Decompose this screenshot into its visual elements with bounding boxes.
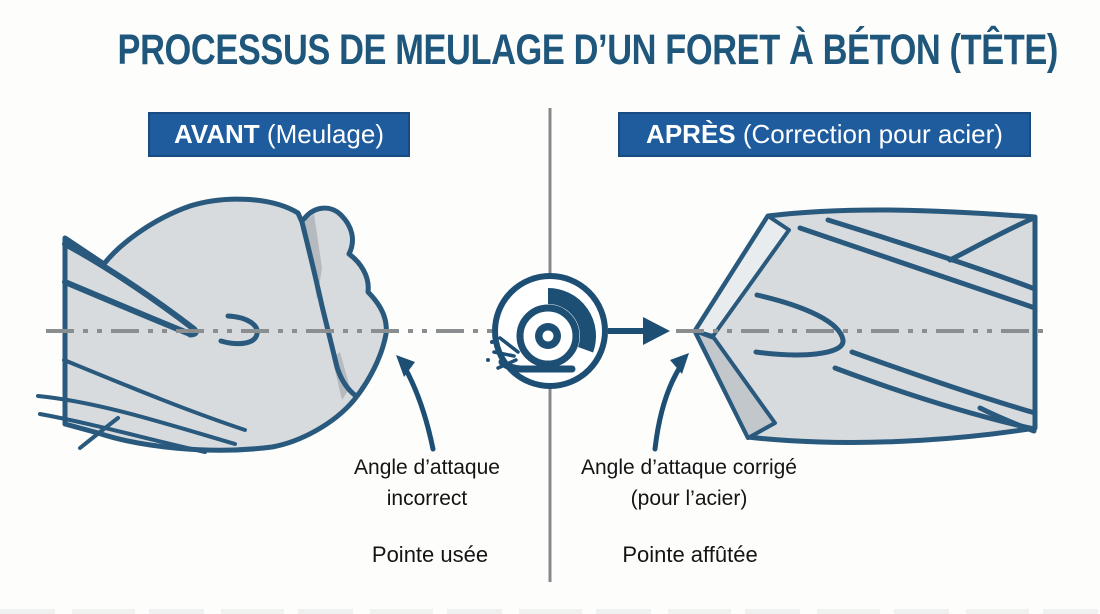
drill-before-body xyxy=(62,196,389,453)
callout-label-before: Angle d’attaque incorrect xyxy=(277,452,577,514)
grinder-sparks xyxy=(486,336,520,370)
caption-before: Pointe usée xyxy=(371,542,489,567)
worn-edge-line xyxy=(299,219,359,399)
callout-before-line1: Angle d’attaque xyxy=(354,456,500,479)
grinder-hub-hole xyxy=(542,330,554,342)
flute-band-upper xyxy=(62,241,197,332)
banner-after-bold: APRÈS xyxy=(646,119,736,149)
banner-before-bold: AVANT xyxy=(174,119,260,149)
helix-line-2 xyxy=(825,217,1038,292)
worn-groove-hook xyxy=(218,313,260,347)
tip-facet-bottom xyxy=(693,329,777,440)
caption-after: Pointe affûtée xyxy=(622,542,758,567)
callout-after-line2: (pour l’acier) xyxy=(630,487,748,510)
page-title-text: PROCESSUS DE MEULAGE D’UN FORET À BÉTON … xyxy=(117,26,1059,74)
helix-line-cross-top xyxy=(947,215,1037,263)
flute-line-1 xyxy=(62,358,247,432)
drill-before-illustration xyxy=(36,196,389,454)
flute-line-2 xyxy=(36,394,237,446)
helix-line-1 xyxy=(797,225,1038,311)
grinding-wheel-icon xyxy=(486,273,608,389)
drill-after-illustration xyxy=(692,207,1038,445)
banner-after: APRÈS (Correction pour acier) xyxy=(618,112,1031,157)
grinder-base xyxy=(498,358,576,373)
callout-before-line2: incorrect xyxy=(386,487,468,510)
helix-line-cross-bottom xyxy=(977,405,1037,434)
page-title: PROCESSUS DE MEULAGE D’UN FORET À BÉTON … xyxy=(0,24,1100,76)
banner-before-rest: (Meulage) xyxy=(259,119,384,149)
bottom-edge-artifact xyxy=(0,609,1100,614)
flute-line-3 xyxy=(38,412,207,454)
helix-line-3 xyxy=(849,349,1038,416)
callout-label-after: Angle d’attaque corrigé (pour l’acier) xyxy=(508,452,870,514)
callout-arrow-after xyxy=(652,353,689,452)
banner-before: AVANT (Meulage) xyxy=(148,112,410,157)
banner-after-rest: (Correction pour acier) xyxy=(735,119,1003,149)
flute-line-cross xyxy=(78,416,120,450)
grinder-wheel xyxy=(516,304,580,368)
arrow-right-icon xyxy=(608,317,670,345)
callout-after-line1: Angle d’attaque corrigé xyxy=(581,456,797,479)
callout-arrow-before xyxy=(396,355,436,452)
grinder-guard xyxy=(547,288,596,353)
flute-groove-hairpin xyxy=(753,292,846,358)
